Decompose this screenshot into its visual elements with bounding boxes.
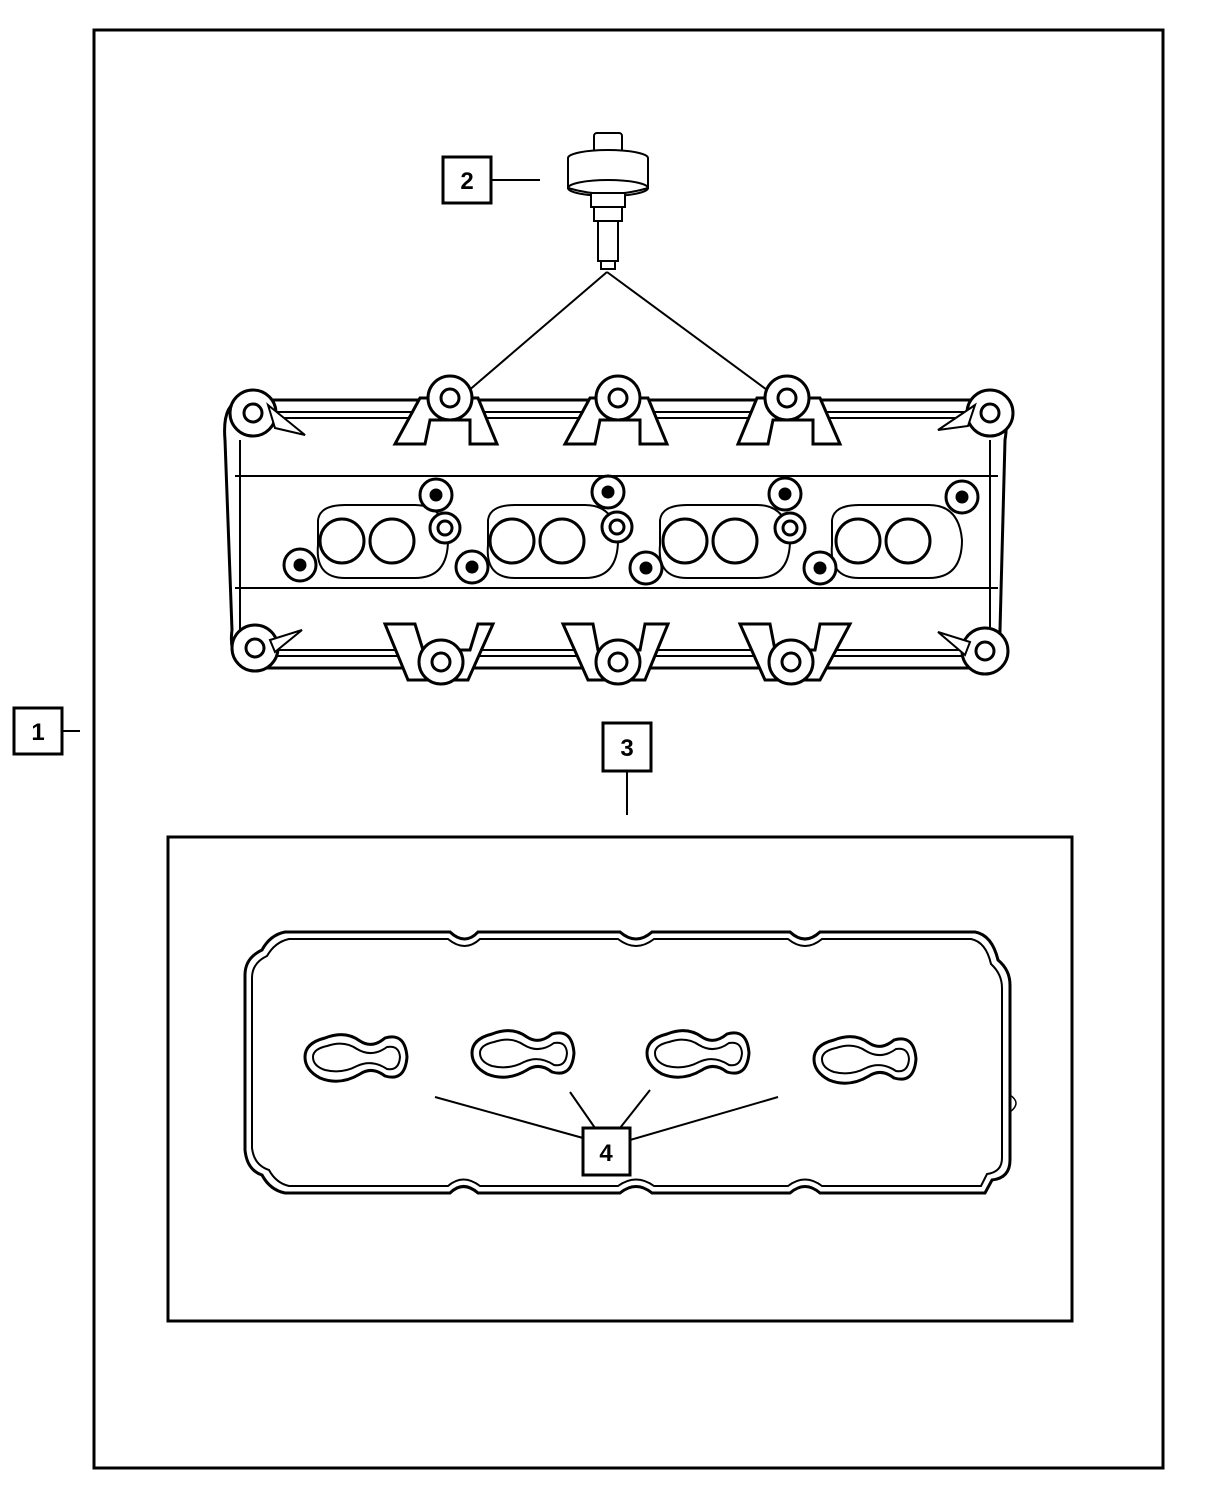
callout-4[interactable]: 4 xyxy=(434,1089,779,1177)
callout-1-label: 1 xyxy=(31,719,44,746)
callout-3[interactable]: 3 xyxy=(601,721,653,815)
callout-2[interactable]: 2 xyxy=(441,155,540,205)
kit-frame xyxy=(92,28,1165,1470)
pcv-valve xyxy=(567,132,649,270)
callout-3-label: 3 xyxy=(620,735,633,762)
tube-seals xyxy=(303,1029,918,1085)
callout-4-label: 4 xyxy=(599,1140,613,1167)
callout-1[interactable]: 1 xyxy=(12,706,80,756)
valve-cover-gasket xyxy=(243,930,1017,1195)
valve-cover xyxy=(223,374,1015,686)
gasket-frame xyxy=(166,835,1074,1323)
callout-2-label: 2 xyxy=(460,168,473,195)
